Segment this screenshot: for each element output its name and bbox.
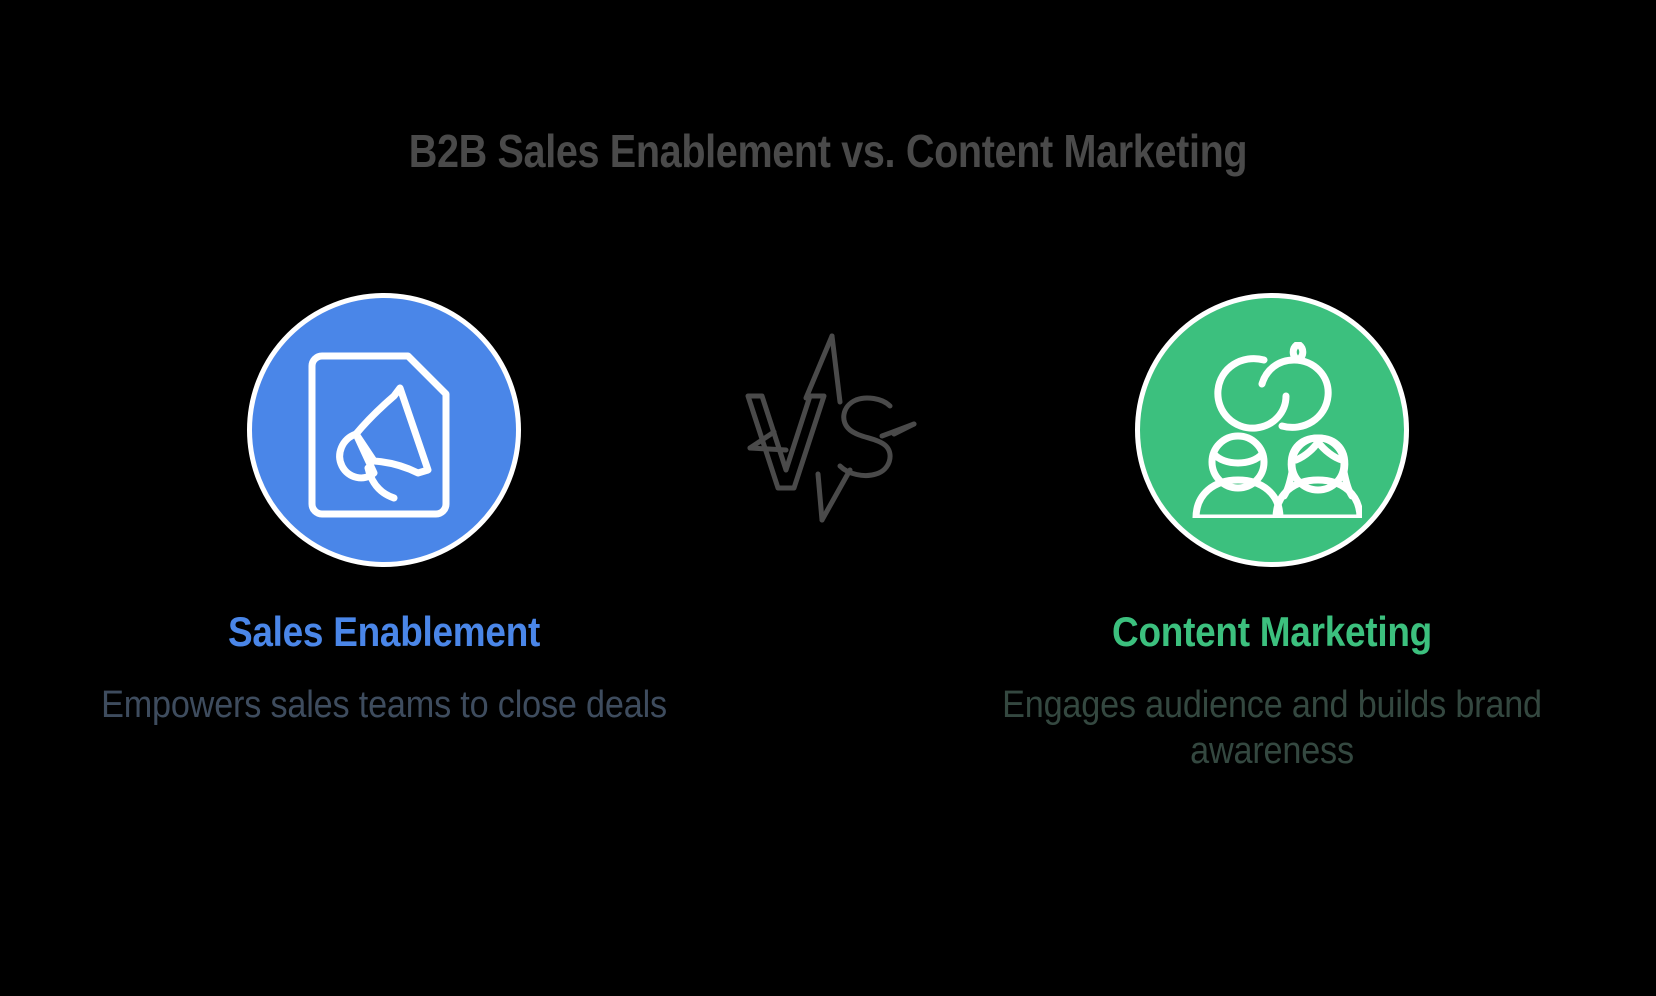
page-title: B2B Sales Enablement vs. Content Marketi… xyxy=(408,125,1248,177)
card-description-sales-enablement: Empowers sales teams to close deals xyxy=(101,684,667,726)
card-heading-content-marketing: Content Marketing xyxy=(1112,608,1432,655)
versus-badge xyxy=(714,328,942,528)
card-description-content-marketing: Engages audience and builds brand awaren… xyxy=(1002,684,1542,773)
card-content-marketing: Content Marketing Engages audience and b… xyxy=(942,290,1602,775)
card-heading-sales-enablement: Sales Enablement xyxy=(227,608,541,655)
icon-container-sales-enablement xyxy=(54,290,714,570)
card-sales-enablement: Sales Enablement Empowers sales teams to… xyxy=(54,290,714,728)
document-megaphone-icon xyxy=(300,342,468,518)
star-burst-icon xyxy=(747,333,917,523)
icon-circle-blue xyxy=(247,293,521,567)
versus-label xyxy=(745,393,893,491)
icon-container-content-marketing xyxy=(942,290,1602,570)
audience-people-icon xyxy=(1182,342,1362,518)
icon-circle-green xyxy=(1135,293,1409,567)
